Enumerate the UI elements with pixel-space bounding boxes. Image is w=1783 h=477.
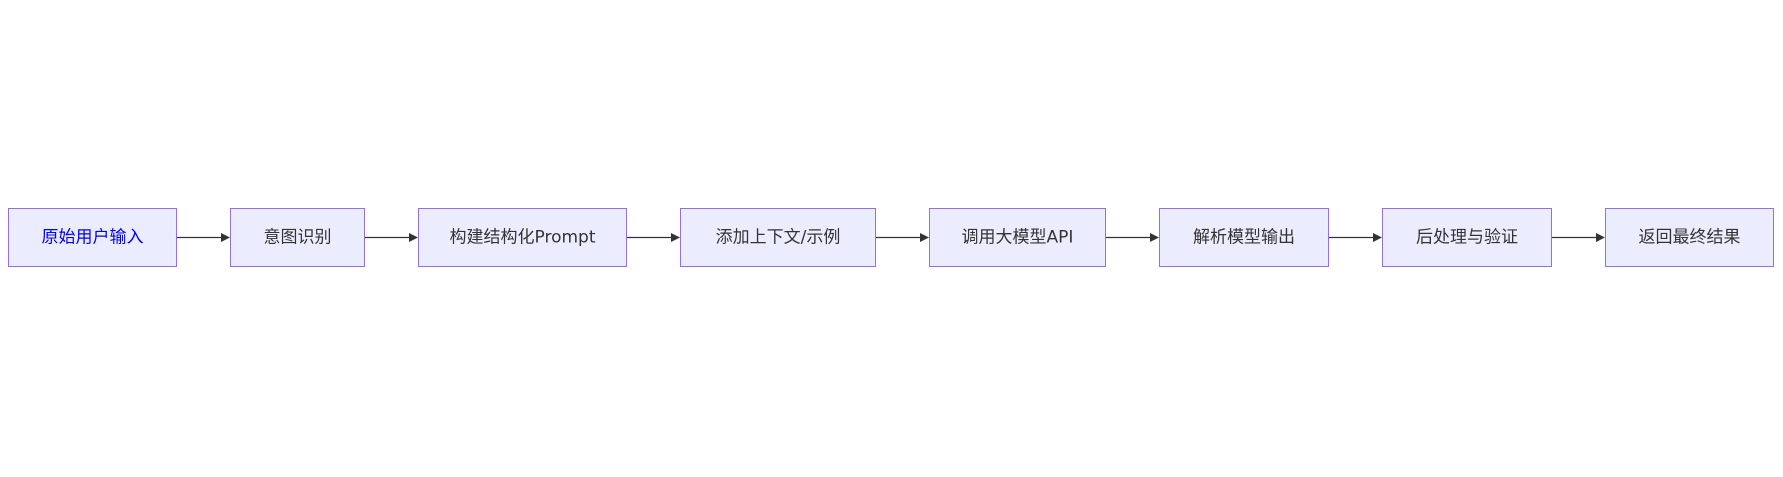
node-label: 添加上下文/示例 [716,228,841,248]
node-return-final-result[interactable]: 返回最终结果 [1605,208,1774,267]
node-postprocess-validate[interactable]: 后处理与验证 [1382,208,1552,267]
edge-7 [1551,233,1605,242]
node-label: 后处理与验证 [1416,228,1518,248]
node-label: 原始用户输入 [42,228,144,248]
edge-5 [1105,233,1159,242]
edge-1 [176,233,230,242]
node-add-context-examples[interactable]: 添加上下文/示例 [680,208,876,267]
edge-2 [364,233,418,242]
node-parse-model-output[interactable]: 解析模型输出 [1159,208,1329,267]
node-raw-user-input[interactable]: 原始用户输入 [8,208,177,267]
nodes-layer: 原始用户输入 意图识别 构建结构化Prompt 添加上下文/示例 调用大模型AP… [8,208,1774,267]
node-intent-recognition[interactable]: 意图识别 [230,208,365,267]
node-label: 意图识别 [264,228,332,248]
edge-4 [875,233,929,242]
node-label: 解析模型输出 [1193,228,1295,248]
node-label: 调用大模型API [962,228,1074,248]
edges-layer [176,233,1605,242]
edge-3 [626,233,680,242]
node-build-structured-prompt[interactable]: 构建结构化Prompt [418,208,627,267]
node-label: 构建结构化Prompt [450,228,596,248]
node-call-llm-api[interactable]: 调用大模型API [929,208,1106,267]
edge-6 [1328,233,1382,242]
node-label: 返回最终结果 [1639,228,1741,248]
